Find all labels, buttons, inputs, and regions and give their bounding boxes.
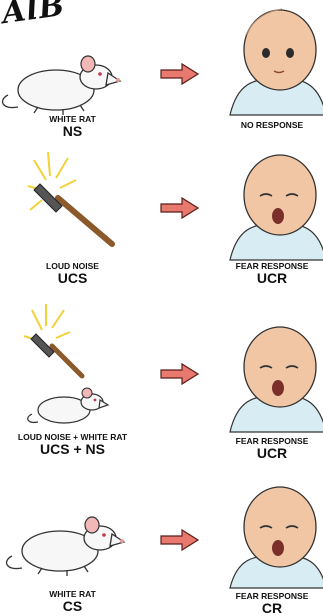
stimulus-code: CS (0, 599, 145, 614)
response-caption-4: FEAR RESPONSE CR (222, 592, 322, 616)
baby-crying-illustration (232, 482, 323, 588)
response-code: CR (222, 601, 322, 616)
stimulus-caption-4: WHITE RAT CS (0, 590, 145, 614)
arrow-4 (160, 528, 200, 552)
